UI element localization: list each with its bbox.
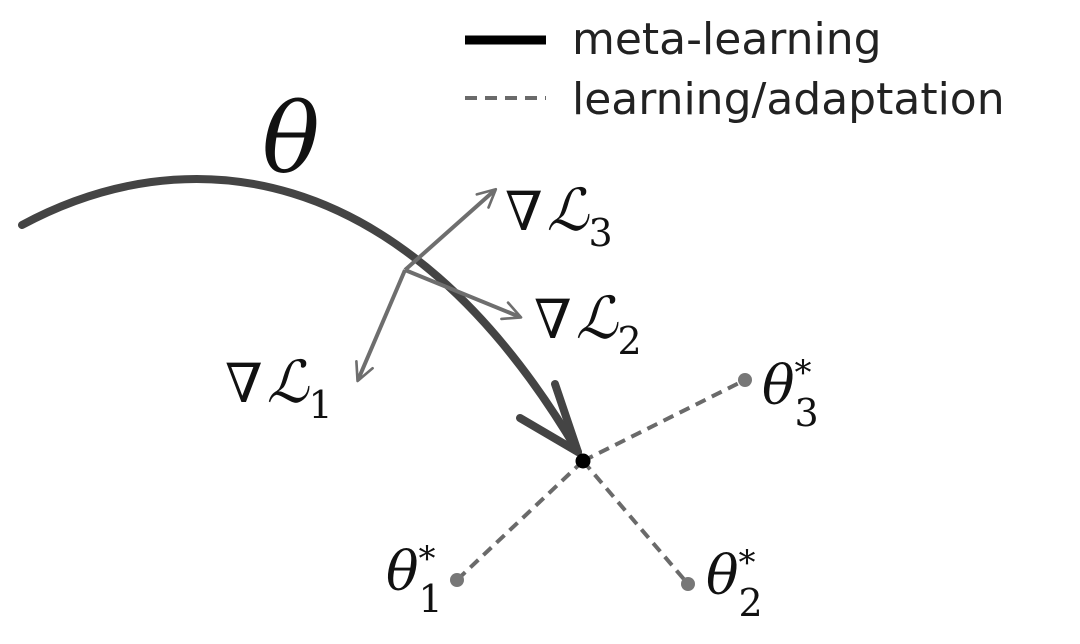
optimum-1-subscript: 1 — [419, 577, 443, 621]
gradient-1-loss: ℒ — [267, 348, 310, 416]
gradient-arrows — [355, 187, 523, 383]
meta-path-arrowhead — [516, 380, 582, 456]
optimum-2-point — [681, 577, 695, 591]
gradient-2-subscript: 2 — [618, 319, 642, 363]
gradient-3-label: ∇ℒ3 — [505, 176, 613, 255]
adaptation-line-3 — [582, 378, 746, 463]
meta-learning-path: θ — [18, 83, 582, 456]
points — [450, 373, 752, 591]
optimum-1-point — [450, 573, 464, 587]
optimum-labels: θ*1 θ*2 θ*3 — [386, 353, 819, 625]
theta-label: θ — [262, 83, 320, 195]
gradient-3-arrow — [403, 187, 498, 272]
optimum-3-point — [738, 373, 752, 387]
adaptation-line-1 — [455, 459, 585, 582]
adaptation-line-2 — [581, 459, 690, 586]
gradient-1-subscript: 1 — [309, 383, 333, 427]
optimum-2-subscript: 2 — [739, 581, 763, 625]
gradient-2-loss: ℒ — [576, 284, 619, 352]
legend-learning-adaptation-label: learning/adaptation — [572, 74, 1005, 125]
gradient-2-nabla: ∇ — [534, 288, 572, 351]
optimum-1-label: θ*1 — [386, 539, 443, 621]
legend: meta-learning learning/adaptation — [465, 14, 1005, 125]
optimum-2-theta: θ — [706, 544, 739, 607]
gradient-3-loss: ℒ — [547, 176, 590, 244]
gradient-1-nabla: ∇ — [225, 352, 263, 415]
optimum-3-label: θ*3 — [762, 353, 819, 435]
gradient-2-label: ∇ℒ2 — [534, 284, 642, 363]
legend-meta-learning-label: meta-learning — [572, 14, 882, 65]
optimum-3-star: * — [795, 353, 812, 393]
meta-parameter-point — [575, 453, 591, 469]
gradient-3-nabla: ∇ — [505, 180, 543, 243]
gradient-3-subscript: 3 — [589, 211, 613, 255]
optimum-1-theta: θ — [386, 540, 419, 603]
gradient-labels: ∇ℒ1 ∇ℒ2 ∇ℒ3 — [225, 176, 642, 427]
optimum-2-label: θ*2 — [706, 543, 763, 625]
optimum-3-subscript: 3 — [795, 391, 819, 435]
meta-path-curve — [18, 175, 582, 456]
optimum-3-theta: θ — [762, 354, 795, 417]
gradient-1-arrow — [355, 269, 407, 383]
optimum-2-star: * — [739, 543, 756, 583]
optimum-1-star: * — [419, 539, 436, 579]
gradient-1-label: ∇ℒ1 — [225, 348, 333, 427]
gradient-2-arrow — [404, 268, 523, 321]
adaptation-lines — [455, 378, 746, 586]
